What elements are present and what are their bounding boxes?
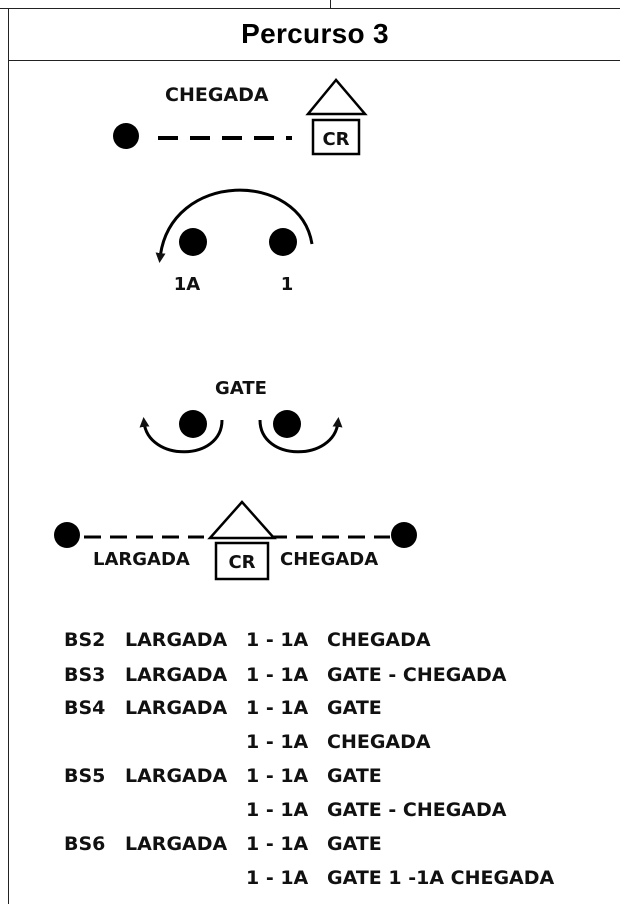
legend-seq: 1 - 1A (246, 799, 309, 821)
legend-start: LARGADA (125, 833, 228, 855)
legend-end: GATE 1 -1A CHEGADA (327, 867, 555, 889)
largada-label: LARGADA (93, 549, 190, 570)
legend-row: BS5 LARGADA 1 - 1A GATE (64, 765, 382, 787)
column-divider (330, 0, 331, 8)
legend-seq: 1 - 1A (246, 629, 309, 651)
bottom-chegada-label: CHEGADA (280, 549, 378, 570)
legend-seq: 1 - 1A (246, 731, 309, 753)
gate-left-cone (179, 410, 207, 438)
finish-cone (391, 522, 417, 548)
turn-arrow-1-to-1a (155, 188, 314, 263)
bottom-house-roof (207, 500, 277, 540)
legend-start: LARGADA (125, 664, 228, 686)
legend-end: CHEGADA (327, 731, 431, 753)
legend-start: LARGADA (125, 765, 228, 787)
top-chegada-label: CHEGADA (165, 84, 269, 106)
cone-1-label: 1 (281, 274, 294, 295)
legend-list: BS2 LARGADA 1 - 1A CHEGADA BS3 LARGADA 1… (64, 629, 555, 889)
legend-code: BS5 (64, 765, 105, 787)
legend-seq: 1 - 1A (246, 765, 309, 787)
cone-1 (269, 228, 297, 256)
legend-start: LARGADA (125, 697, 228, 719)
legend-end: GATE - CHEGADA (327, 799, 507, 821)
legend-row: 1 - 1A GATE 1 -1A CHEGADA (246, 867, 555, 889)
diagram-cell (8, 61, 620, 904)
legend-row: BS4 LARGADA 1 - 1A GATE (64, 697, 382, 719)
legend-code: BS3 (64, 664, 105, 686)
top-cr-label: CR (322, 129, 349, 150)
legend-code: BS4 (64, 697, 105, 719)
page-title: Percurso 3 (241, 18, 389, 49)
legend-row: BS3 LARGADA 1 - 1A GATE - CHEGADA (64, 664, 507, 686)
legend-end: GATE (327, 697, 382, 719)
legend-end: GATE (327, 765, 382, 787)
legend-row: 1 - 1A CHEGADA (246, 731, 431, 753)
header-cell: Percurso 3 (8, 8, 620, 61)
legend-end: CHEGADA (327, 629, 431, 651)
legend-row: BS2 LARGADA 1 - 1A CHEGADA (64, 629, 431, 651)
legend-code: BS2 (64, 629, 105, 651)
gate-left-arrow (139, 417, 224, 454)
gate-label: GATE (215, 378, 267, 399)
legend-end: GATE - CHEGADA (327, 664, 507, 686)
gate-right-arrow (258, 417, 343, 454)
legend-row: BS6 LARGADA 1 - 1A GATE (64, 833, 382, 855)
top-house-box (311, 118, 361, 156)
bottom-house-box (214, 541, 270, 581)
legend-seq: 1 - 1A (246, 833, 309, 855)
gate-right-cone (273, 410, 301, 438)
legend-end: GATE (327, 833, 382, 855)
bottom-cr-house: CR (207, 500, 277, 581)
legend-row: 1 - 1A GATE - CHEGADA (246, 799, 507, 821)
legend-seq: 1 - 1A (246, 697, 309, 719)
legend-seq: 1 - 1A (246, 664, 309, 686)
bottom-cr-label: CR (228, 552, 255, 573)
top-house-roof (305, 78, 368, 116)
cone-1a-label: 1A (174, 274, 201, 295)
top-finish-cone (113, 123, 139, 149)
legend-code: BS6 (64, 833, 105, 855)
top-table-strip (0, 0, 620, 9)
cone-1a (179, 228, 207, 256)
start-cone (54, 522, 80, 548)
legend-start: LARGADA (125, 629, 228, 651)
top-cr-house: CR (305, 78, 368, 156)
legend-seq: 1 - 1A (246, 867, 309, 889)
